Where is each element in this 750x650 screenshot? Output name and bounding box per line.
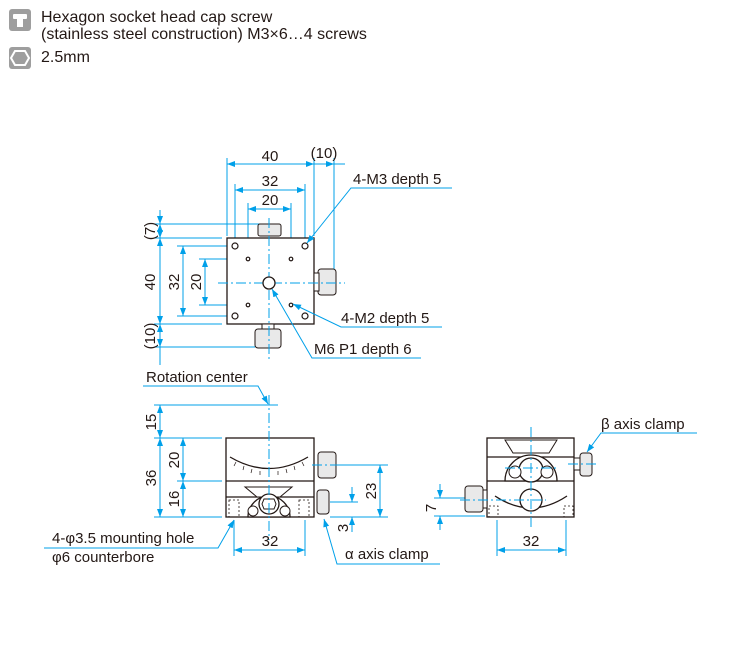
front-view: Rotation center 15 36 20 16 23 3 32 4-φ3… bbox=[44, 369, 440, 566]
dim-top-h32: 32 bbox=[166, 274, 183, 291]
dim-front-36: 36 bbox=[143, 470, 160, 487]
dim-top-h10: (10) bbox=[142, 323, 159, 350]
dim-side-32: 32 bbox=[523, 533, 540, 550]
dim-top-h7: (7) bbox=[142, 222, 159, 240]
dim-front-3: 3 bbox=[335, 524, 352, 532]
top-view: 40 (10) 32 20 (7) 40 (10) 32 20 4-M3 dep… bbox=[142, 145, 452, 365]
screw-spec-line2: (stainless steel construction) M3×6…4 sc… bbox=[41, 26, 367, 43]
dim-front-23: 23 bbox=[363, 483, 380, 500]
callout-beta-clamp: β axis clamp bbox=[601, 416, 685, 433]
hex-wrench-icon bbox=[9, 47, 31, 69]
callout-m6: M6 P1 depth 6 bbox=[314, 341, 412, 358]
side-left-knob bbox=[464, 485, 484, 513]
side-view: 7 32 β axis clamp bbox=[423, 416, 697, 556]
dim-top-h40: 40 bbox=[142, 274, 159, 291]
callout-mounting-hole: 4-φ3.5 mounting hole bbox=[52, 530, 194, 547]
screw-icon bbox=[9, 9, 31, 31]
callout-rotation-center: Rotation center bbox=[146, 369, 248, 386]
dim-top-h20: 20 bbox=[188, 274, 205, 291]
dim-top-10: (10) bbox=[311, 145, 338, 162]
dim-top-32: 32 bbox=[262, 173, 279, 190]
wrench-size: 2.5mm bbox=[41, 49, 90, 66]
wrench-spec: 2.5mm bbox=[9, 47, 90, 69]
callout-m2: 4-M2 depth 5 bbox=[341, 310, 429, 327]
screw-spec: Hexagon socket head cap screw (stainless… bbox=[9, 9, 367, 43]
alpha-clamp-knob bbox=[316, 489, 330, 515]
bottom-knob bbox=[254, 328, 282, 349]
right-knob bbox=[317, 268, 337, 296]
dim-front-32: 32 bbox=[262, 533, 279, 550]
callout-alpha-clamp: α axis clamp bbox=[345, 546, 429, 563]
dim-side-7: 7 bbox=[423, 504, 440, 512]
dim-front-20: 20 bbox=[166, 452, 183, 469]
m6-center-hole bbox=[262, 276, 276, 290]
dim-front-16: 16 bbox=[166, 491, 183, 508]
dim-top-20: 20 bbox=[262, 192, 279, 209]
callout-m3: 4-M3 depth 5 bbox=[353, 171, 441, 188]
screw-spec-line1: Hexagon socket head cap screw bbox=[41, 9, 273, 26]
callout-counterbore: φ6 counterbore bbox=[52, 549, 154, 566]
dim-top-40: 40 bbox=[262, 148, 279, 165]
dim-front-15: 15 bbox=[143, 414, 160, 431]
